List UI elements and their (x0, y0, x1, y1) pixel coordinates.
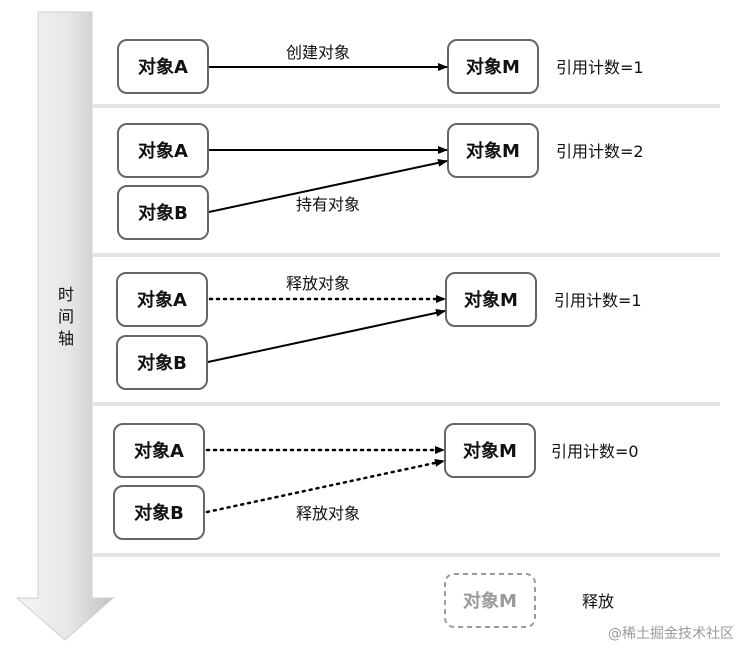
object-a-label: 对象A (138, 140, 188, 162)
dealloc-label: 释放 (582, 592, 614, 611)
time-axis-label-char-1: 时 (58, 285, 74, 304)
retain-arrow (208, 158, 448, 213)
time-axis-label-char-2: 间 (58, 307, 74, 326)
release-arrow (205, 458, 446, 514)
time-axis: 时 间 轴 (15, 11, 115, 641)
object-m-label: 对象M (466, 56, 520, 78)
object-m-node (447, 123, 539, 178)
object-a-node (116, 272, 208, 327)
object-b-node (113, 485, 205, 540)
object-b-node (116, 335, 208, 390)
object-m-label: 对象M (463, 440, 517, 462)
object-b-node (117, 185, 209, 240)
stage-release-a: 对象A 对象B 对象M 释放对象 引用计数=1 (116, 272, 642, 390)
retain-label: 持有对象 (296, 195, 360, 214)
object-m-label: 对象M (466, 140, 520, 162)
object-m-label: 对象M (464, 289, 518, 311)
reference-count: 引用计数=2 (556, 142, 644, 161)
object-a-node (117, 39, 209, 94)
object-a-label: 对象A (138, 56, 188, 78)
object-b-label: 对象B (134, 502, 184, 524)
stage-dealloc: 对象M 释放 (444, 573, 614, 628)
stage-separators (93, 104, 720, 557)
stage-release-b: 对象A 对象B 对象M 释放对象 引用计数=0 (113, 423, 639, 540)
object-b-arrow (207, 308, 446, 363)
stage-create: 对象A 对象M 创建对象 引用计数=1 (117, 39, 644, 94)
object-m-released-node (444, 573, 536, 628)
release-label: 释放对象 (286, 274, 350, 293)
release-label: 释放对象 (296, 504, 360, 523)
time-axis-label-char-3: 轴 (58, 329, 74, 348)
object-m-node (445, 272, 537, 327)
object-a-label: 对象A (137, 289, 187, 311)
object-m-node (444, 423, 536, 478)
create-label: 创建对象 (286, 43, 350, 62)
reference-count: 引用计数=0 (551, 442, 639, 461)
watermark: @稀土掘金技术社区 (608, 626, 734, 642)
stage-retain: 对象A 对象B 对象M 持有对象 引用计数=2 (117, 123, 644, 240)
object-b-label: 对象B (137, 352, 187, 374)
object-a-label: 对象A (134, 440, 184, 462)
object-m-released-label: 对象M (463, 590, 517, 612)
object-a-node (117, 123, 209, 178)
object-m-node (447, 39, 539, 94)
object-a-node (113, 423, 205, 478)
time-axis-arrow (15, 11, 115, 641)
object-b-label: 对象B (138, 202, 188, 224)
reference-count: 引用计数=1 (556, 58, 644, 77)
reference-count: 引用计数=1 (554, 291, 642, 310)
